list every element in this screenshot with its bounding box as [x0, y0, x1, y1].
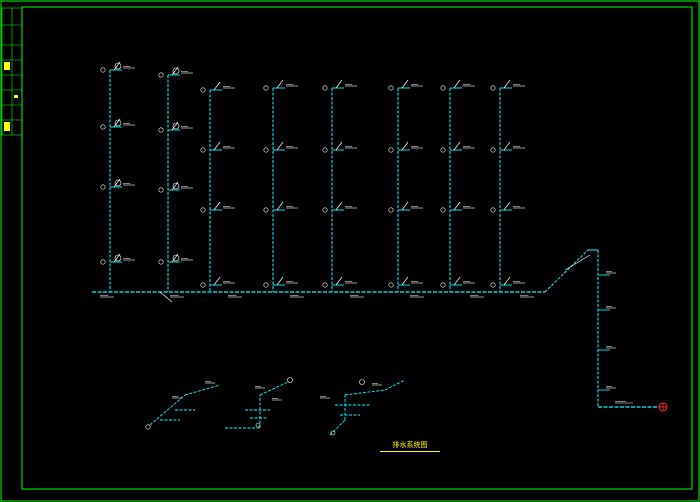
floor-drain-icon — [388, 207, 394, 213]
floor-drain-icon — [100, 67, 106, 73]
branch-diagonal — [213, 201, 221, 211]
floor-drain-icon — [322, 282, 328, 288]
detail-pipe-c — [329, 419, 346, 436]
outlet-manhole-icon — [658, 402, 668, 412]
branch-diagonal — [335, 141, 343, 151]
detail-pipe-b — [259, 381, 289, 396]
branch-diagonal — [401, 141, 409, 151]
floor-drain-icon — [322, 85, 328, 91]
detail-drain-icon-c — [330, 430, 336, 436]
branch-diagonal — [453, 141, 461, 151]
branch-diagonal — [503, 79, 511, 89]
branch-diagonal — [453, 79, 461, 89]
branch-diagonal — [213, 141, 221, 151]
vent-cap-icon — [114, 179, 122, 187]
detail-pipe-c — [344, 389, 386, 396]
branch-diagonal — [503, 276, 511, 286]
floor-drain-icon — [200, 207, 206, 213]
floor-drain-icon — [388, 282, 394, 288]
drainage-pipe-network — [92, 61, 659, 436]
floor-drain-icon — [200, 87, 206, 93]
floor-drain-icon — [388, 147, 394, 153]
vent-cap-icon — [172, 122, 180, 130]
vent-cap-icon — [172, 182, 180, 190]
floor-drain-icon — [440, 147, 446, 153]
detail-pipe-a — [149, 394, 186, 426]
floor-drain-icon — [490, 282, 496, 288]
floor-drain-icon — [200, 282, 206, 288]
stack-diagonal — [564, 254, 591, 271]
branch-diagonal — [276, 79, 284, 89]
main-branch-diagonal — [159, 291, 173, 303]
detail-vent-icon-c — [359, 379, 365, 385]
floor-drain-icon — [100, 184, 106, 190]
branch-diagonal — [213, 276, 221, 286]
branch-diagonal — [276, 276, 284, 286]
title-block — [1, 7, 23, 136]
floor-drain-icon — [100, 124, 106, 130]
branch-diagonal — [401, 276, 409, 286]
branch-diagonal — [335, 276, 343, 286]
vent-cap-icon — [114, 254, 122, 262]
floor-drain-icon — [263, 282, 269, 288]
branch-diagonal — [503, 201, 511, 211]
floor-drain-icon — [440, 85, 446, 91]
branch-diagonal — [401, 201, 409, 211]
floor-drain-icon — [440, 282, 446, 288]
detail-pipe-a — [184, 384, 221, 396]
floor-drain-icon — [158, 72, 164, 78]
inner-frame — [21, 6, 693, 490]
drawing-title: 排水系统图 — [392, 441, 428, 449]
detail-drain-icon-a — [145, 424, 151, 430]
detail-drain-icon-b — [255, 422, 261, 428]
floor-drain-icon — [490, 85, 496, 91]
floor-drain-icon — [440, 207, 446, 213]
title-block-marks — [4, 62, 18, 131]
branch-diagonal — [213, 81, 221, 91]
drawing-title-underline — [380, 451, 440, 452]
floor-drain-icon — [263, 207, 269, 213]
branch-diagonal — [401, 79, 409, 89]
vent-cap-icon — [172, 254, 180, 262]
floor-drain-icon — [388, 85, 394, 91]
floor-drain-icon — [263, 85, 269, 91]
branch-diagonal — [276, 201, 284, 211]
detail-pipe-c — [384, 379, 406, 391]
vent-cap-icon — [172, 67, 180, 75]
branch-diagonal — [335, 201, 343, 211]
floor-drain-icon — [200, 147, 206, 153]
floor-drain-icon — [158, 127, 164, 133]
floor-drain-icon — [158, 187, 164, 193]
floor-drain-icon — [490, 147, 496, 153]
riser-to-stack — [544, 249, 589, 293]
vent-cap-icon — [114, 119, 122, 127]
vent-cap-icon — [114, 62, 122, 70]
floor-drain-icon — [100, 259, 106, 265]
floor-drain-icon — [263, 147, 269, 153]
floor-drain-icon — [322, 147, 328, 153]
floor-drain-icon — [322, 207, 328, 213]
branch-diagonal — [503, 141, 511, 151]
branch-diagonal — [453, 201, 461, 211]
floor-drain-icon — [158, 259, 164, 265]
floor-drain-icon — [490, 207, 496, 213]
branch-diagonal — [276, 141, 284, 151]
branch-diagonal — [453, 276, 461, 286]
branch-diagonal — [335, 79, 343, 89]
detail-vent-icon-b — [287, 377, 293, 383]
